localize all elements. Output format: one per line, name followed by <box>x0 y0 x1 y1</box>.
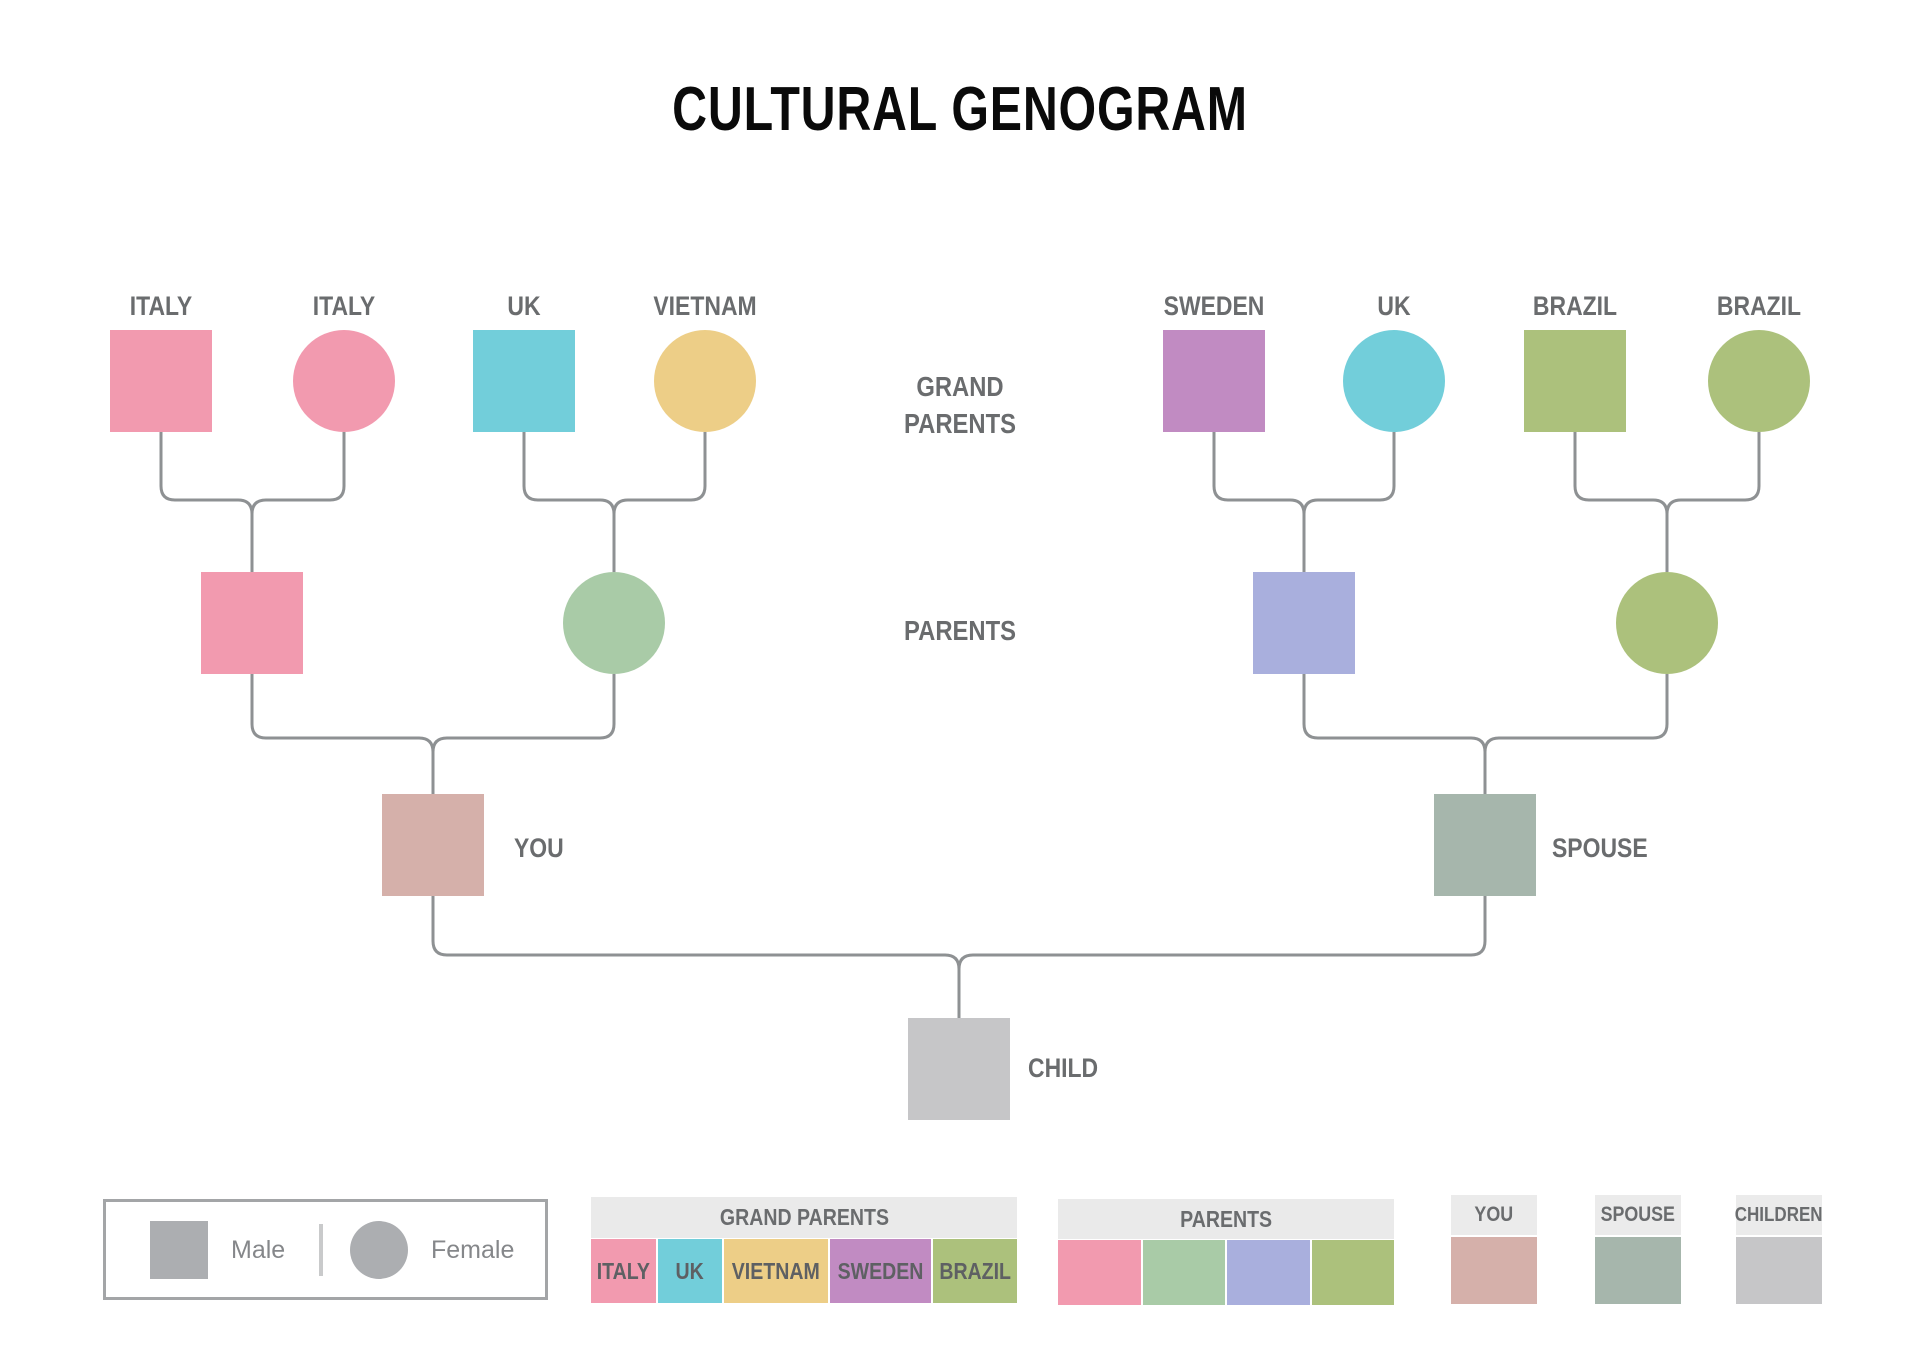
child-square <box>908 1018 1010 1120</box>
female-label: Female <box>431 1236 515 1264</box>
children-key-title: CHILDREN <box>1735 1195 1823 1235</box>
key-swatch-sweden: SWEDEN <box>829 1239 931 1303</box>
parents-key-title-text: PARENTS <box>1180 1205 1272 1232</box>
children-color-key: CHILDREN <box>1735 1195 1823 1304</box>
you-key-swatch <box>1451 1237 1537 1304</box>
parent-father-left-square <box>201 572 303 674</box>
parents-generation-label: PARENTS <box>904 615 1016 646</box>
grandparent-label-italy-1: ITALY <box>129 291 193 321</box>
grandparent-uk-square <box>473 330 575 432</box>
gender-legend: Male Female <box>103 1199 548 1300</box>
parent-mother-left-circle <box>563 572 665 674</box>
grandparent-label-vietnam: VIETNAM <box>653 291 757 321</box>
you-square <box>382 794 484 896</box>
child-label: CHILD <box>1028 1053 1099 1083</box>
female-circle-icon <box>350 1221 408 1279</box>
parents-key-swatch-3 <box>1227 1240 1310 1305</box>
grandparent-label-uk-2: UK <box>1377 291 1411 321</box>
grandparent-vietnam-circle <box>654 330 756 432</box>
legend-divider <box>319 1224 323 1276</box>
key-swatch-vietnam: VIETNAM <box>724 1239 828 1303</box>
grandparent-label-brazil-1: BRAZIL <box>1532 291 1618 321</box>
parents-key-title: PARENTS <box>1058 1199 1394 1239</box>
grandparent-label-uk-1: UK <box>507 291 541 321</box>
parent-father-right-square <box>1253 572 1355 674</box>
male-square-icon <box>150 1221 208 1279</box>
grandparent-sweden-square <box>1163 330 1265 432</box>
grandparent-brazil-circle <box>1708 330 1810 432</box>
page-title: CULTURAL GENOGRAM <box>672 75 1248 144</box>
key-swatch-brazil: BRAZIL <box>932 1239 1017 1303</box>
grandparent-label-brazil-2: BRAZIL <box>1716 291 1802 321</box>
parent-mother-right-circle <box>1616 572 1718 674</box>
grandparent-italy-square <box>110 330 212 432</box>
grandparent-label-italy-2: ITALY <box>312 291 376 321</box>
grandparents-generation-label: GRAND PARENTS <box>904 371 1016 439</box>
grandparent-uk-circle <box>1343 330 1445 432</box>
parents-key-swatch-2 <box>1142 1240 1225 1305</box>
you-label: YOU <box>514 833 564 863</box>
grandparents-key-title-text: GRAND PARENTS <box>719 1204 889 1230</box>
key-swatch-uk: UK <box>657 1239 723 1303</box>
male-label: Male <box>231 1236 286 1264</box>
grandparents-key-title: GRAND PARENTS <box>591 1197 1017 1238</box>
spouse-key-swatch <box>1595 1237 1681 1304</box>
you-key-title: YOU <box>1451 1195 1537 1235</box>
grandparent-brazil-square <box>1524 330 1626 432</box>
spouse-square <box>1434 794 1536 896</box>
you-color-key: YOU <box>1451 1195 1537 1304</box>
children-key-swatch <box>1736 1237 1822 1304</box>
grandparent-label-sweden: SWEDEN <box>1163 291 1265 321</box>
grandparents-color-key: GRAND PARENTS ITALY UK VIETNAM SWEDEN BR… <box>591 1197 1017 1303</box>
parents-key-swatch-1 <box>1058 1240 1141 1305</box>
spouse-color-key: SPOUSE <box>1595 1195 1681 1304</box>
spouse-label: SPOUSE <box>1552 833 1648 863</box>
page-title-wrap: CULTURAL GENOGRAM <box>0 74 1920 145</box>
parents-color-key: PARENTS <box>1058 1199 1394 1305</box>
spouse-key-title: SPOUSE <box>1595 1195 1681 1235</box>
grandparents-key-swatches: ITALY UK VIETNAM SWEDEN BRAZIL <box>591 1239 1017 1303</box>
key-swatch-italy: ITALY <box>591 1239 656 1303</box>
parents-key-swatches <box>1058 1240 1394 1305</box>
parents-key-swatch-4 <box>1311 1240 1394 1305</box>
grandparent-italy-circle <box>293 330 395 432</box>
